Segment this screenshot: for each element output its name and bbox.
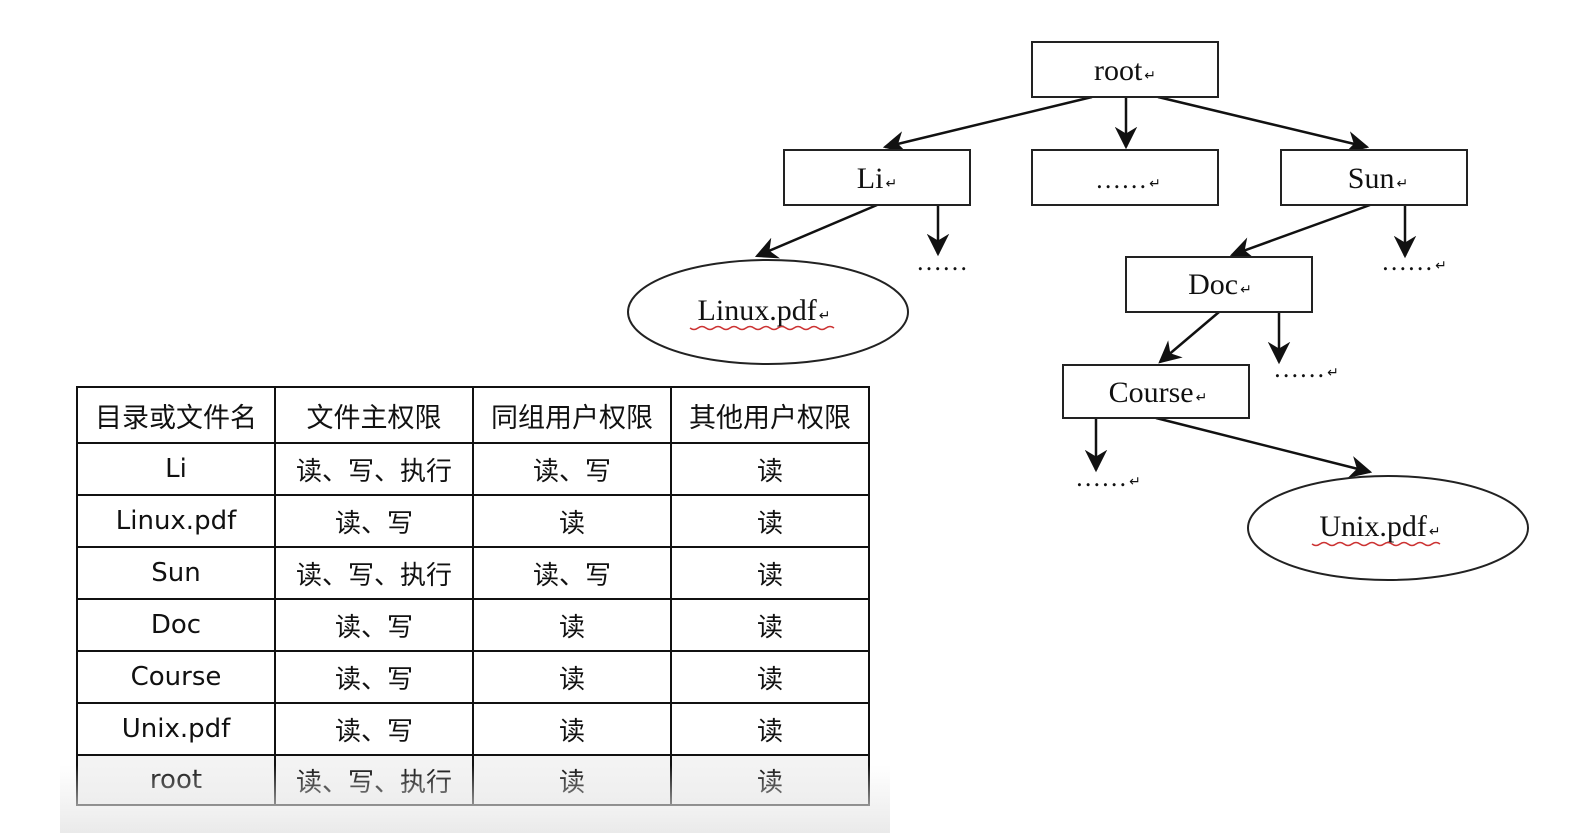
cell-others: 读 [670,442,870,496]
node-li: Li↵ [783,149,971,206]
cell-group: 读 [472,754,672,806]
node-unix-pdf: Unix.pdf↵ [1247,475,1529,581]
table-row: Doc 读、写 读 读 [76,598,870,652]
svg-text:Li↵: Li↵ [857,162,897,195]
cell-others: 读 [670,494,870,548]
svg-text:Course↵: Course↵ [1109,376,1208,409]
ellipsis-sun-children: ……↵ [1381,247,1447,276]
edge-course-unix [1155,416,1373,478]
cell-owner: 读、写 [274,494,474,548]
node-course: Course↵ [1062,364,1250,419]
header-group: 同组用户权限 [472,386,672,444]
edge-root-sun [1157,95,1370,154]
tree-edges [754,95,1417,478]
header-name: 目录或文件名 [76,386,276,444]
edge-root-li [882,95,1093,154]
node-root: root↵ [1031,41,1219,98]
svg-text:root↵: root↵ [1094,54,1156,87]
cell-name: Li [76,442,276,496]
table-row: Linux.pdf 读、写 读 读 [76,494,870,548]
node-doc: Doc↵ [1125,256,1313,313]
ellipsis-doc-children: ……↵ [1273,354,1339,383]
cell-group: 读 [472,702,672,756]
cell-name: Doc [76,598,276,652]
cell-name: Unix.pdf [76,702,276,756]
table-row: root 读、写、执行 读 读 [76,754,870,806]
table-row: Li 读、写、执行 读、写 读 [76,442,870,496]
svg-text:Sun↵: Sun↵ [1348,162,1408,195]
cell-owner: 读、写 [274,598,474,652]
cell-others: 读 [670,650,870,704]
cell-name: Linux.pdf [76,494,276,548]
edge-doc-course [1158,311,1220,364]
table-header-row: 目录或文件名 文件主权限 同组用户权限 其他用户权限 [76,386,870,444]
table-row: Sun 读、写、执行 读、写 读 [76,546,870,600]
svg-text:Doc↵: Doc↵ [1188,268,1252,301]
table-row: Unix.pdf 读、写 读 读 [76,702,870,756]
cell-owner: 读、写 [274,702,474,756]
cell-others: 读 [670,546,870,600]
cell-name: root [76,754,276,806]
table-row: Course 读、写 读 读 [76,650,870,704]
node-linux-pdf: Linux.pdf↵ [627,259,909,365]
svg-text:……↵: ……↵ [1095,165,1161,194]
svg-text:Linux.pdf↵: Linux.pdf↵ [698,294,831,327]
cell-others: 读 [670,754,870,806]
node-mid: ……↵ [1031,149,1219,206]
cell-owner: 读、写 [274,650,474,704]
edge-sun-doc [1229,203,1371,259]
cell-owner: 读、写、执行 [274,546,474,600]
cell-group: 读 [472,650,672,704]
cell-group: 读 [472,494,672,548]
cell-name: Sun [76,546,276,600]
cell-others: 读 [670,598,870,652]
cell-others: 读 [670,702,870,756]
cell-name: Course [76,650,276,704]
cell-group: 读、写 [472,546,672,600]
ellipsis-li-children: …… [916,247,968,276]
cell-group: 读 [472,598,672,652]
cell-owner: 读、写、执行 [274,442,474,496]
cell-owner: 读、写、执行 [274,754,474,806]
header-owner: 文件主权限 [274,386,474,444]
node-sun: Sun↵ [1280,149,1468,206]
permissions-table: 目录或文件名 文件主权限 同组用户权限 其他用户权限 Li 读、写、执行 读、写… [76,386,870,806]
header-others: 其他用户权限 [670,386,870,444]
svg-text:Unix.pdf↵: Unix.pdf↵ [1319,510,1440,543]
ellipsis-course-children: ……↵ [1075,463,1141,492]
cell-group: 读、写 [472,442,672,496]
edge-li-linux [754,203,878,259]
